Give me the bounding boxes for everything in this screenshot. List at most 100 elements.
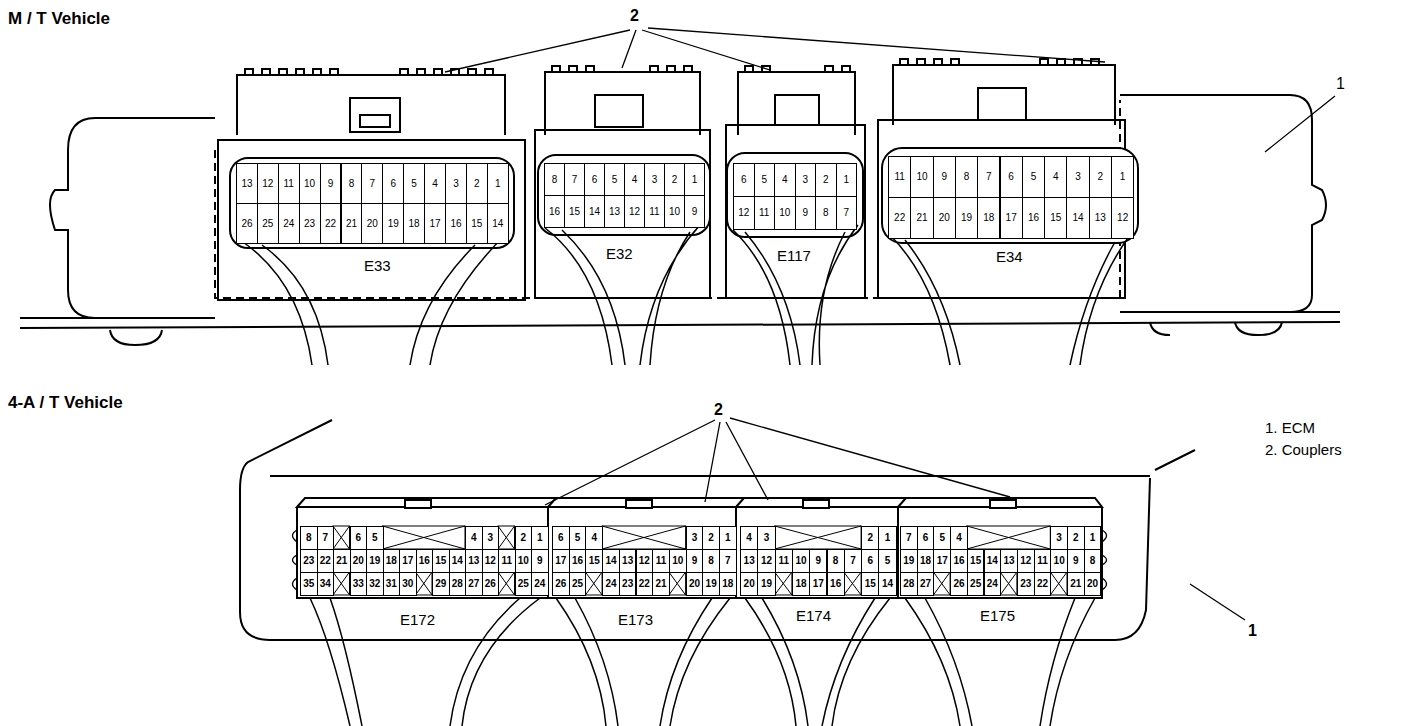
- pin-cross: [333, 572, 350, 595]
- pin-cross: [775, 572, 792, 595]
- coupler-latch: [595, 95, 643, 127]
- leader-line: [545, 418, 1245, 620]
- pin-cross: [333, 572, 350, 595]
- pin-number: 24: [278, 203, 300, 244]
- pin-cross: [844, 572, 861, 595]
- pin-number: 16: [827, 572, 845, 596]
- pin-cross: [585, 572, 602, 595]
- pin-number: 15: [564, 195, 585, 228]
- pin-number: 8: [341, 163, 363, 204]
- pin-number: 18: [792, 572, 810, 596]
- pin-cross: [1000, 572, 1017, 595]
- coupler-name: E174: [796, 608, 831, 623]
- pin-number: 9: [686, 549, 704, 573]
- pin-number: 21: [652, 572, 670, 596]
- pin-number: 33: [350, 572, 368, 596]
- pin-number: 20: [740, 572, 758, 596]
- pin-number: 19: [366, 549, 384, 573]
- pin-number: 11: [754, 196, 776, 230]
- pin-number: 11: [278, 163, 300, 204]
- pin-number: 11: [498, 549, 516, 573]
- pin-number: 20: [361, 203, 383, 244]
- pin-cross: [333, 526, 350, 549]
- pin-number: 9: [684, 195, 705, 228]
- coupler-name: E117: [777, 248, 811, 263]
- pin-number: 16: [445, 203, 467, 244]
- pin-number: 22: [636, 572, 654, 596]
- pin-number: 4: [585, 526, 603, 550]
- pin-number: 25: [515, 572, 533, 596]
- pin-cross: [498, 526, 515, 549]
- pin-cross: [967, 526, 1051, 549]
- pin-number: 18: [977, 197, 1000, 239]
- pin-number: 16: [544, 195, 565, 228]
- pin-cross: [669, 572, 686, 595]
- pin-number: 32: [366, 572, 384, 596]
- pin-number: 22: [320, 203, 342, 244]
- pin-number: 13: [465, 549, 483, 573]
- pin-cross: [669, 572, 686, 595]
- pin-cross: [333, 526, 350, 549]
- pin-number: 22: [888, 197, 911, 239]
- coupler-latch: [990, 500, 1016, 508]
- pin-number: 16: [416, 549, 434, 573]
- pin-cross: [498, 572, 515, 595]
- wire-harness: [240, 225, 1130, 365]
- pin-number: 24: [531, 572, 549, 596]
- pin-number: 14: [878, 572, 896, 596]
- pin-number: 9: [933, 156, 956, 198]
- pin-number: 17: [399, 549, 417, 573]
- pin-number: 18: [719, 572, 737, 596]
- pin-number: 12: [257, 163, 279, 204]
- pin-number: 12: [624, 195, 645, 228]
- pin-number: 10: [669, 549, 687, 573]
- pin-number: 5: [1022, 156, 1045, 198]
- pin-number: 5: [604, 163, 625, 196]
- pin-number: 14: [584, 195, 605, 228]
- pin-number: 12: [733, 196, 755, 230]
- pin-number: 4: [740, 526, 758, 550]
- pin-number: 6: [1000, 156, 1023, 198]
- coupler-latch: [350, 98, 400, 132]
- ecm-base: [20, 312, 1340, 318]
- ecm-housing: [240, 420, 1150, 640]
- pin-number: 18: [917, 549, 935, 573]
- pin-number: 10: [910, 156, 933, 198]
- pin-number: 12: [757, 549, 775, 573]
- pin-cross: [602, 526, 686, 549]
- pin-cross: [844, 572, 861, 595]
- coupler-name: E34: [996, 249, 1023, 264]
- pin-number: 4: [774, 163, 796, 197]
- pin-number: 10: [664, 195, 685, 228]
- pin-number: 3: [482, 526, 500, 550]
- coupler-face: [538, 155, 710, 235]
- pin-number: 1: [836, 163, 858, 197]
- pin-number: 8: [702, 549, 720, 573]
- pin-number: 9: [795, 196, 817, 230]
- pin-number: 4: [950, 526, 968, 550]
- pin-number: 28: [900, 572, 918, 596]
- pin-number: 13: [236, 163, 258, 204]
- pin-number: 2: [702, 526, 720, 550]
- pin-cross: [844, 572, 861, 595]
- pin-number: 5: [878, 549, 896, 573]
- coupler-latch: [405, 500, 431, 508]
- coupler-latch: [775, 95, 819, 125]
- pin-cross: [1000, 572, 1017, 595]
- pin-number: 15: [585, 549, 603, 573]
- pin-number: 20: [350, 549, 368, 573]
- pin-number: 8: [544, 163, 565, 196]
- pin-cross: [416, 572, 433, 595]
- pin-number: 15: [432, 549, 450, 573]
- pin-number: 2: [815, 163, 837, 197]
- callout-number: 1: [1248, 623, 1257, 639]
- pin-number: 6: [552, 526, 570, 550]
- pin-number: 15: [1044, 197, 1067, 239]
- pin-number: 23: [1017, 572, 1035, 596]
- pin-number: 17: [1000, 197, 1023, 239]
- pin-number: 13: [740, 549, 758, 573]
- pin-number: 10: [792, 549, 810, 573]
- pin-number: 19: [382, 203, 404, 244]
- pin-number: 14: [449, 549, 467, 573]
